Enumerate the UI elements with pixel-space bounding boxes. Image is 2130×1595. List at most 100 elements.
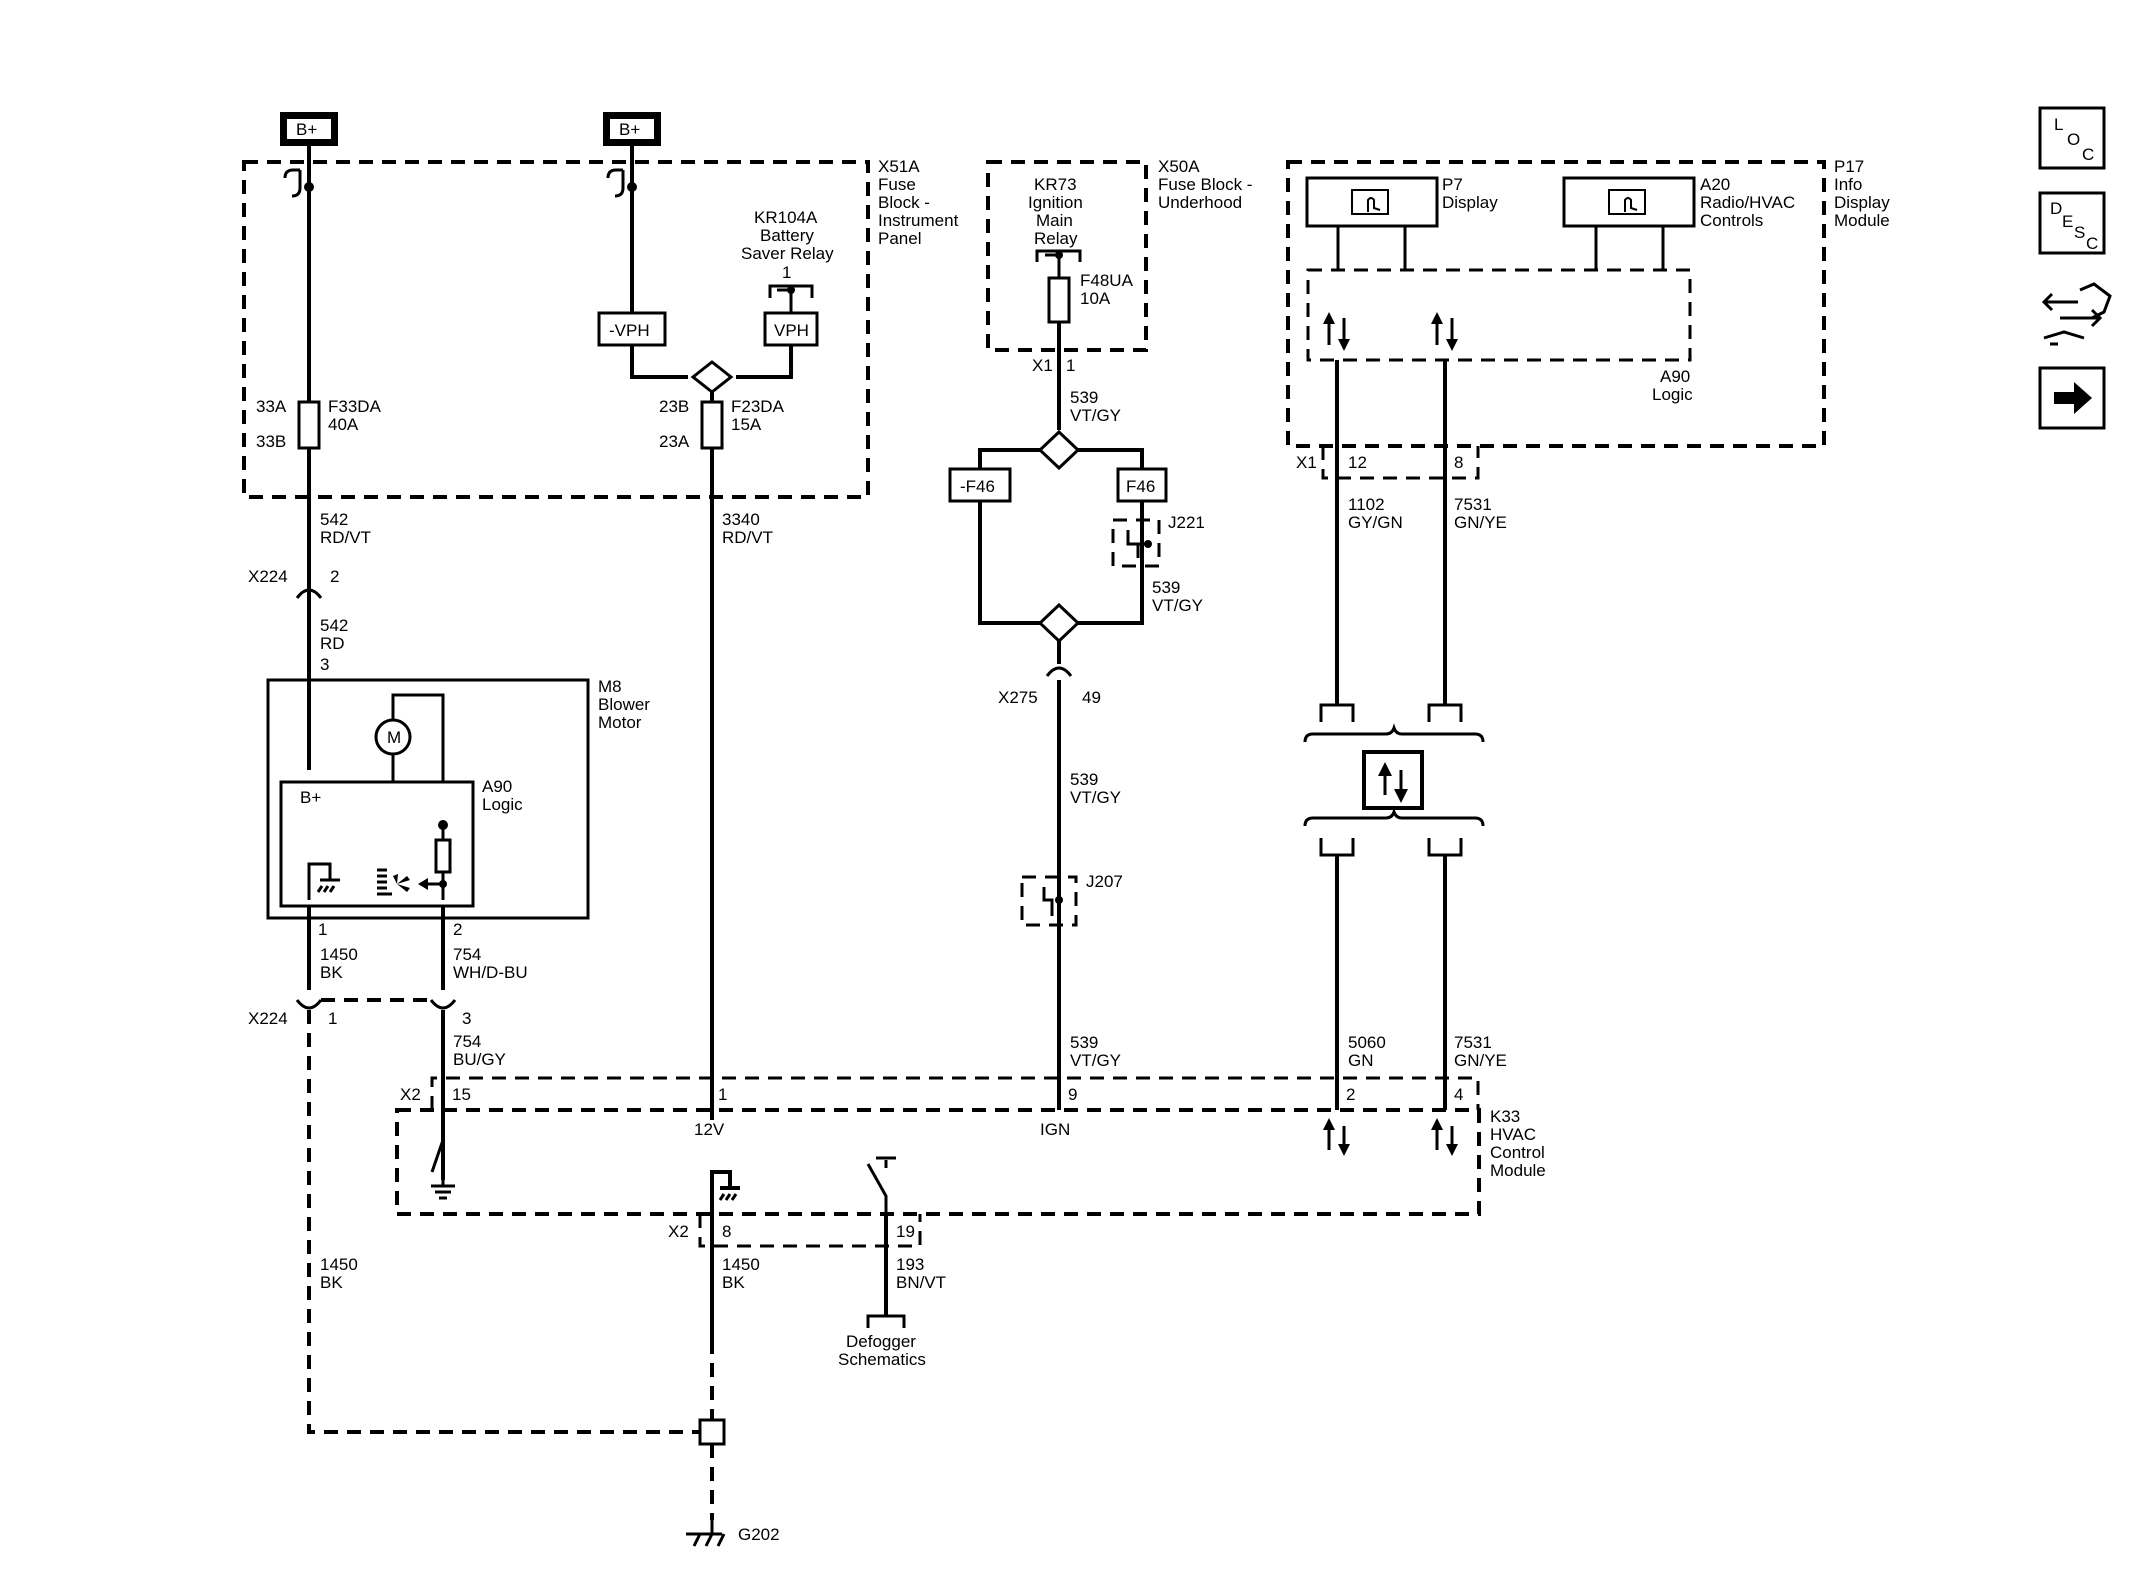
svg-text:49: 49: [1082, 688, 1101, 707]
svg-text:B+: B+: [300, 788, 321, 807]
svg-text:7531: 7531: [1454, 1033, 1492, 1052]
connector-x224-pin3: [429, 999, 457, 1010]
svg-text:539: 539: [1070, 1033, 1098, 1052]
svg-text:GY/GN: GY/GN: [1348, 513, 1403, 532]
bidirectional-arrow-icon: [1323, 1118, 1350, 1156]
svg-text:-VPH: -VPH: [609, 321, 650, 340]
svg-text:1: 1: [328, 1009, 337, 1028]
fuse-f23da: [700, 400, 724, 450]
svg-text:2: 2: [330, 567, 339, 586]
svg-text:2: 2: [453, 920, 462, 939]
fuse-f33da: [297, 400, 321, 450]
svg-text:M: M: [387, 728, 401, 747]
defogger-link[interactable]: Defogger: [846, 1332, 916, 1351]
loc-letter: L: [2054, 115, 2063, 134]
svg-text:539: 539: [1152, 578, 1180, 597]
svg-text:X2: X2: [668, 1222, 689, 1241]
svg-text:-F46: -F46: [960, 477, 995, 496]
blower-motor-label: M8 Blower Motor: [598, 677, 650, 732]
svg-text:3340: 3340: [722, 510, 760, 529]
svg-text:J207: J207: [1086, 872, 1123, 891]
svg-text:7531: 7531: [1454, 495, 1492, 514]
svg-text:BN/VT: BN/VT: [896, 1273, 946, 1292]
fuse-neg-f46: [948, 467, 1012, 503]
svg-text:3: 3: [462, 1009, 471, 1028]
bidirectional-arrow-icon: [1431, 312, 1458, 351]
connector-tool-icon[interactable]: [2041, 282, 2112, 346]
svg-text:F46: F46: [1126, 477, 1155, 496]
svg-text:Block -: Block -: [878, 193, 930, 212]
svg-text:A20: A20: [1700, 175, 1730, 194]
fuse-block-ip-outline: [242, 160, 870, 499]
busbar-icon: [283, 168, 302, 198]
svg-text:X1: X1: [1032, 356, 1053, 375]
svg-text:BK: BK: [320, 1273, 343, 1292]
arrow-right-icon: [2054, 382, 2092, 414]
svg-text:Info: Info: [1834, 175, 1862, 194]
desc-button[interactable]: D E S C: [2038, 191, 2106, 255]
svg-text:Battery: Battery: [760, 226, 814, 245]
svg-text:542: 542: [320, 616, 348, 635]
svg-text:1450: 1450: [722, 1255, 760, 1274]
next-page-button[interactable]: [2038, 366, 2106, 430]
svg-text:Module: Module: [1490, 1161, 1546, 1180]
splice-diamond: [690, 360, 734, 394]
desc-letter: C: [2086, 234, 2098, 253]
svg-text:Panel: Panel: [878, 229, 921, 248]
svg-text:12V: 12V: [694, 1120, 725, 1139]
bidirectional-arrow-icon: [1431, 1118, 1458, 1156]
hvac-module-label: K33 HVAC Control Module: [1490, 1107, 1546, 1180]
svg-text:VT/GY: VT/GY: [1152, 596, 1203, 615]
svg-text:HVAC: HVAC: [1490, 1125, 1536, 1144]
svg-text:542: 542: [320, 510, 348, 529]
bus-brace-top: [1303, 723, 1485, 743]
loc-letter: O: [2067, 130, 2080, 149]
fuse-f46: [1116, 467, 1168, 503]
svg-text:X224: X224: [248, 567, 288, 586]
svg-text:19: 19: [896, 1222, 915, 1241]
fuse-block-uh-outline: [986, 160, 1148, 352]
splice-diamond: [1037, 602, 1081, 644]
svg-text:Instrument: Instrument: [878, 211, 959, 230]
svg-text:3: 3: [320, 655, 329, 674]
svg-text:K33: K33: [1490, 1107, 1520, 1126]
speed-control-resistor: [434, 838, 452, 874]
svg-text:15A: 15A: [731, 415, 762, 434]
svg-text:23B: 23B: [659, 397, 689, 416]
defogger-link[interactable]: Schematics: [838, 1350, 926, 1369]
touch-display-icon: [1351, 189, 1389, 215]
svg-text:BU/GY: BU/GY: [453, 1050, 506, 1069]
svg-text:8: 8: [1454, 453, 1463, 472]
svg-text:Ignition: Ignition: [1028, 193, 1083, 212]
svg-text:9: 9: [1068, 1085, 1077, 1104]
svg-text:P7: P7: [1442, 175, 1463, 194]
svg-text:X2: X2: [400, 1085, 421, 1104]
svg-text:33B: 33B: [256, 432, 286, 451]
svg-text:754: 754: [453, 945, 481, 964]
ground-splice: [698, 1418, 726, 1446]
splice-j207: [1042, 887, 1054, 916]
svg-text:33A: 33A: [256, 397, 287, 416]
fan-speed-icon: [377, 868, 410, 896]
blower-logic-box: [279, 780, 475, 908]
svg-text:X275: X275: [998, 688, 1038, 707]
svg-text:539: 539: [1070, 388, 1098, 407]
switch-ground-icon: [430, 1110, 455, 1200]
hvac-module-outline: [395, 1108, 1481, 1216]
a20-controls-box: [1562, 176, 1696, 228]
svg-text:X50A: X50A: [1158, 157, 1200, 176]
svg-text:2: 2: [1346, 1085, 1355, 1104]
info-display-label: P17 Info Display Module: [1834, 157, 1890, 230]
svg-text:VPH: VPH: [774, 321, 809, 340]
ground-g202-icon: [686, 1520, 726, 1547]
svg-text:1450: 1450: [320, 1255, 358, 1274]
svg-text:12: 12: [1348, 453, 1367, 472]
svg-text:40A: 40A: [328, 415, 359, 434]
fuse-block-uh-label: X50A Fuse Block - Underhood: [1158, 157, 1252, 212]
loc-button[interactable]: L O C: [2038, 106, 2106, 170]
splice-diamond: [1037, 429, 1081, 471]
info-logic-box: [1306, 268, 1692, 362]
svg-text:F33DA: F33DA: [328, 397, 382, 416]
connector-x275: [1045, 666, 1073, 677]
bplus-label: B+: [296, 120, 317, 139]
